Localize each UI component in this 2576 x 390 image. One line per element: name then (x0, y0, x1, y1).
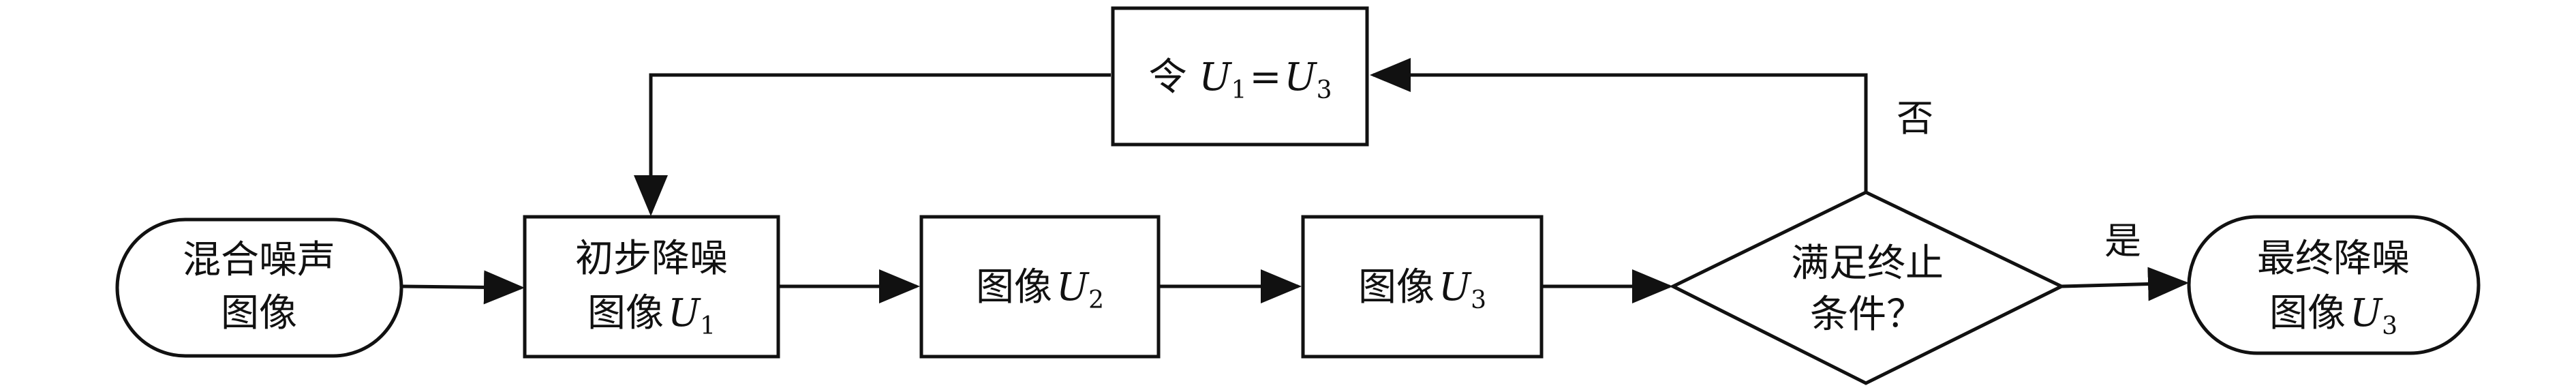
node-start-line2: 图像 (221, 291, 297, 335)
edge-label-yes: 是 (2104, 220, 2141, 262)
edges (401, 58, 2189, 305)
node-assign: 令 U1=U3 (1111, 6, 1369, 147)
node-condition-line2: 条件？ (1810, 292, 1925, 337)
node-start: 混合噪声 图像 (115, 217, 403, 358)
node-condition-line1: 满足终止 (1791, 241, 1944, 286)
node-assign-label: 令 U1=U3 (1149, 55, 1332, 104)
edge-condition-to-assign (1370, 58, 1868, 192)
node-start-line1: 混合噪声 (183, 238, 335, 282)
edge-assign-to-initial (634, 73, 1111, 216)
edge-condition-to-end (2061, 267, 2189, 301)
edge-label-no: 否 (1897, 97, 1933, 140)
node-initial-line1: 初步降噪 (575, 237, 728, 281)
node-condition: 满足终止 条件？ (1669, 190, 2066, 385)
edge-start-to-initial (401, 270, 525, 305)
node-end-line1: 最终降噪 (2257, 237, 2410, 281)
